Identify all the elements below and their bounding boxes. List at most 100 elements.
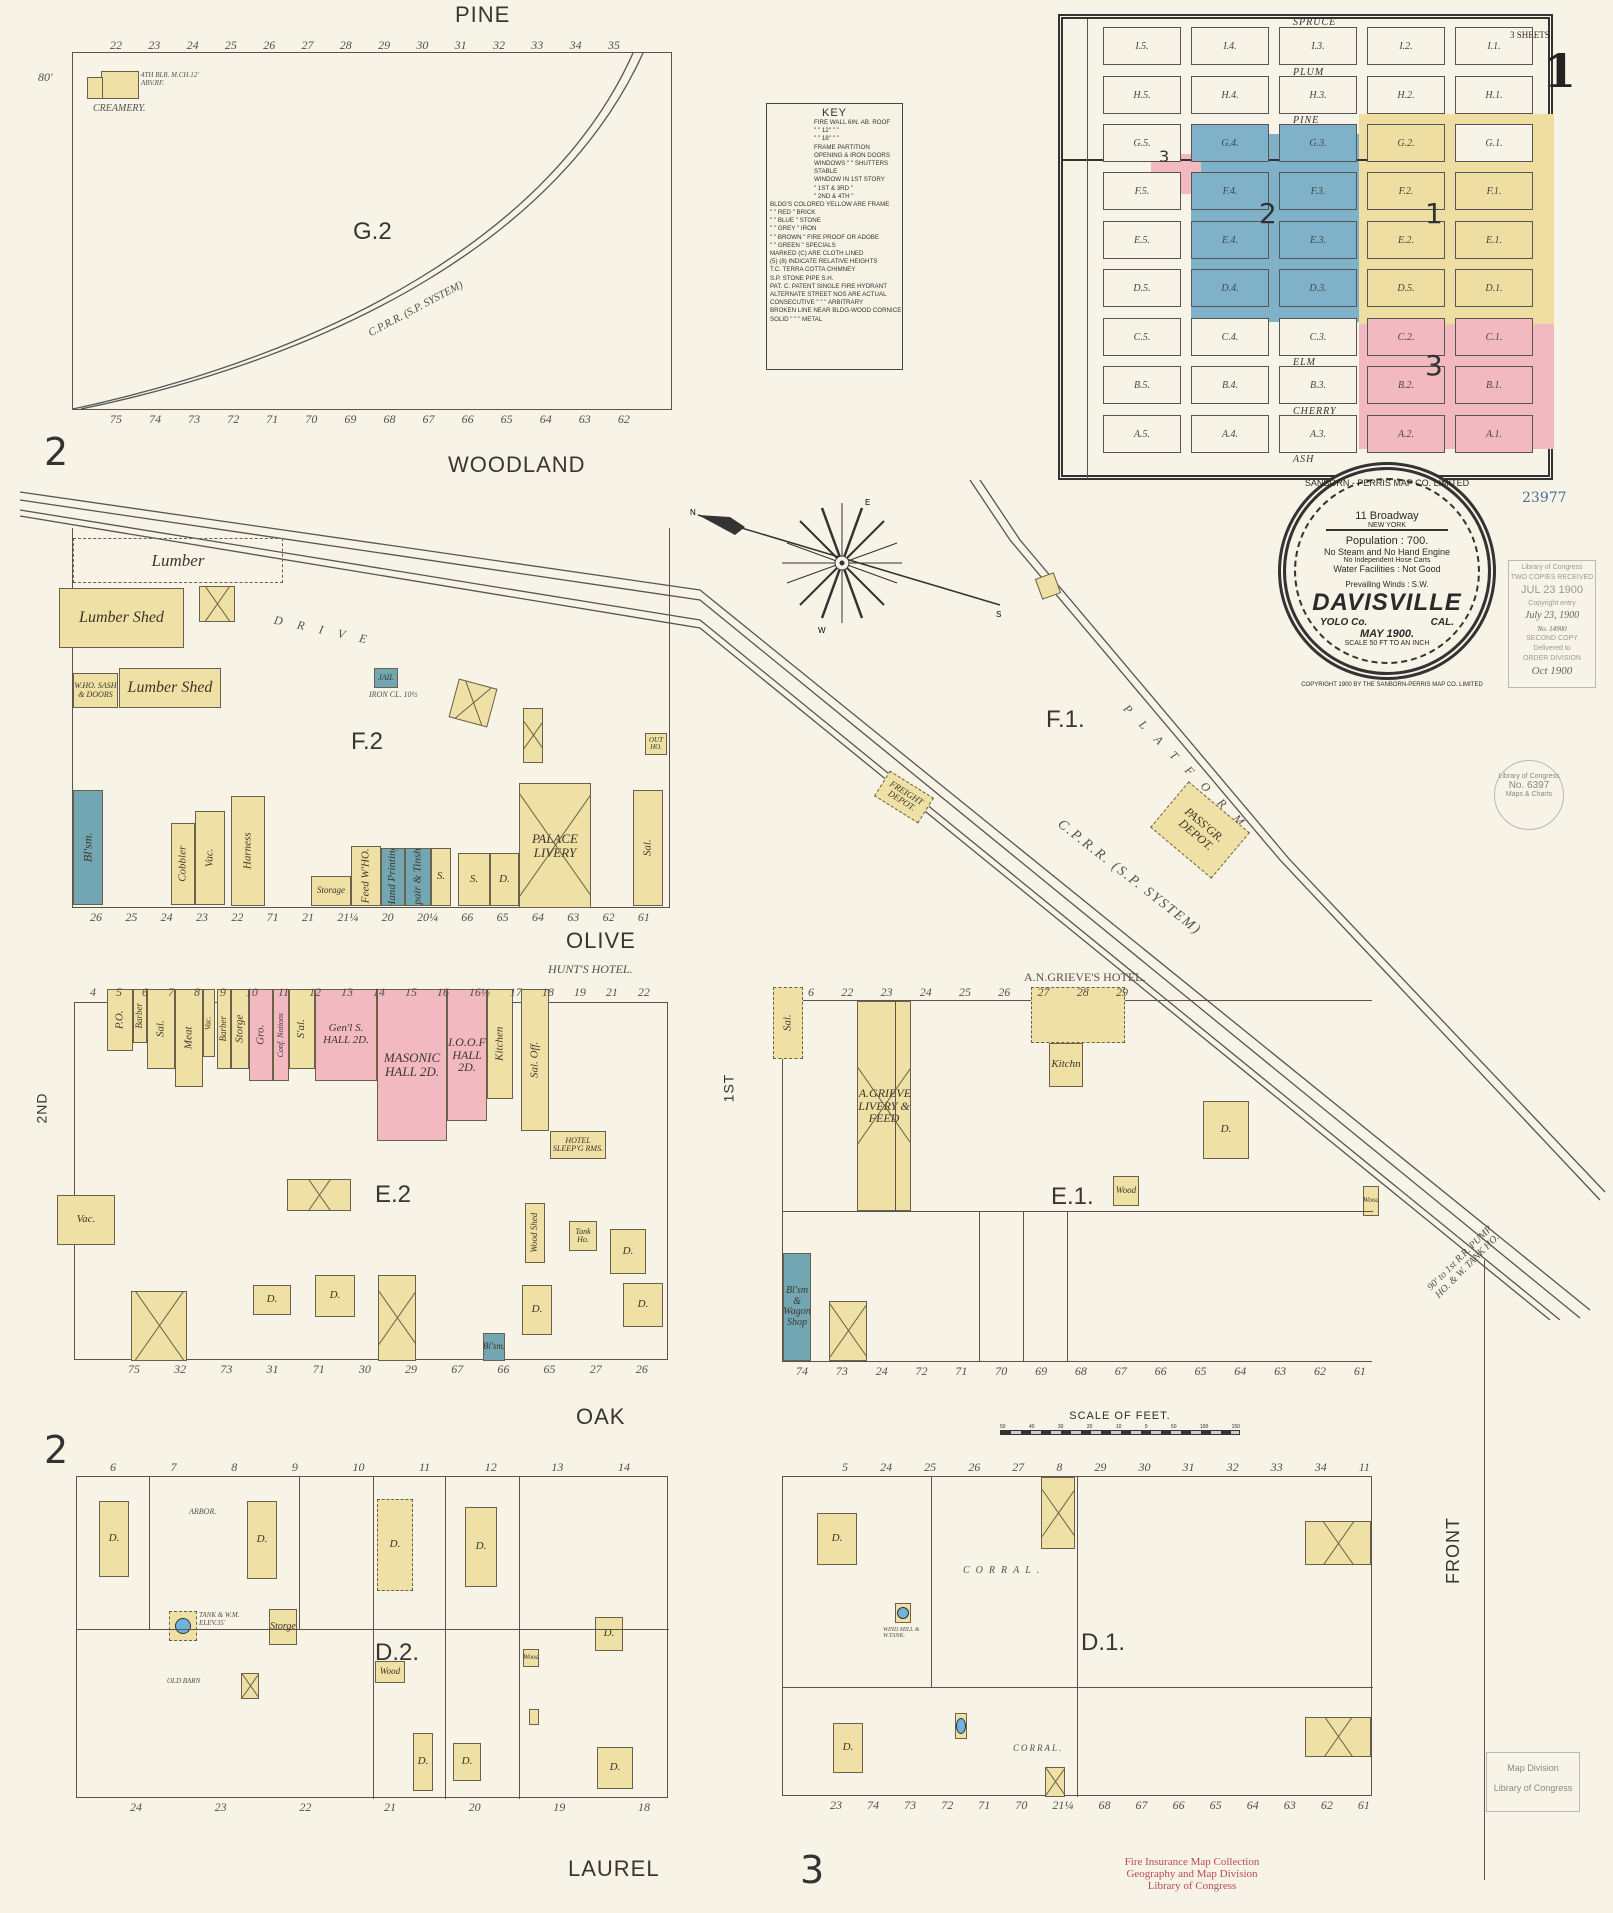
stable xyxy=(287,1179,351,1211)
cobbler-shop: Cobbler xyxy=(171,823,195,905)
hunts-hotel-label: HUNT'S HOTEL. xyxy=(548,962,633,976)
old-barn-label: OLD BARN xyxy=(167,1677,201,1685)
grieves-hotel-label: A.N.GRIEVE'S HOTEL. xyxy=(1024,970,1146,984)
map-legend-key: KEY FIRE WALL 6IN. AB. ROOF " " 12" " " … xyxy=(766,103,903,370)
palace-livery: PALACE LIVERY xyxy=(519,783,591,908)
hotel-kitchen: Kitchn xyxy=(1049,1043,1083,1087)
dwelling: D. xyxy=(522,1285,552,1335)
compass-e-label: E xyxy=(865,498,870,507)
creamery-note: 4TH BLR. M.CH.12' ABV.RF. xyxy=(141,71,199,87)
saloon: Sal. xyxy=(633,790,663,906)
adjoining-sheet-2-top: 2 xyxy=(44,430,69,474)
jail-note: IRON CL. 10½ xyxy=(369,690,418,699)
block-label-f2: F.2 xyxy=(351,728,384,755)
seal-company: SANBORN - PERRIS MAP CO. LIMITED xyxy=(1304,478,1470,488)
vacant: Vac. xyxy=(203,989,215,1057)
tank-note: TANK & W.M. ELEV.35' xyxy=(199,1611,240,1627)
windmill-tank xyxy=(895,1603,911,1623)
stable-3 xyxy=(378,1275,416,1361)
lot-numbers-f2-bottom: 26 25 24 23 22 71 21 21¼ 20 20¼ 66 65 64… xyxy=(90,910,650,924)
seal-city: NEW YORK xyxy=(1326,522,1448,531)
lot-numbers-e2-top: 4 5 6 7 8 9 10 11 12 13 14 15 16 16½ 17 … xyxy=(90,985,650,999)
railroad-main-line xyxy=(19,480,1606,1320)
street-label-laurel: LAUREL xyxy=(568,1856,660,1881)
map-division-stamp: Map Division Library of Congress xyxy=(1486,1752,1580,1812)
publisher-seal: SANBORN - PERRIS MAP CO. LIMITED 11 Broa… xyxy=(1278,462,1496,680)
harness-shop: Harness xyxy=(231,796,265,906)
lot-numbers-d1-bottom: 23 74 73 72 71 70 21¼ 68 67 66 65 64 63 … xyxy=(830,1798,1370,1812)
stable-building xyxy=(199,586,235,622)
key-index-map: SPRUCE PLUM PINE WOODLAND OLIVE OAK LAUR… xyxy=(1058,14,1554,480)
dwelling: D. xyxy=(465,1507,497,1587)
dwelling: D. xyxy=(610,1229,646,1274)
compass-rose-icon: N S E W xyxy=(690,498,1001,635)
barber-shop-2: Barber xyxy=(217,989,231,1069)
sash-doors-warehouse: W.HO. SASH & DOORS xyxy=(73,673,118,708)
blacksmith-2: Bl'sm. xyxy=(483,1333,505,1361)
block-label-e2: E.2 xyxy=(375,1181,412,1208)
street-label-second: 2ND xyxy=(33,1092,50,1124)
repair-tinshop: Repair & Tinshop xyxy=(405,848,431,906)
seal-address: 11 Broadway xyxy=(1355,510,1419,522)
saloon-office: Sal. Off. xyxy=(521,989,549,1131)
tank-icon xyxy=(175,1618,191,1634)
compass-w-label: W xyxy=(818,626,826,635)
map-date: MAY 1900. xyxy=(1359,628,1414,640)
vacant-building: Vac. xyxy=(195,811,225,905)
seal-water: Water Facilities : Not Good xyxy=(1333,564,1441,574)
creamery-label: CREAMERY. xyxy=(93,103,146,114)
wood-shed: Wood xyxy=(1113,1176,1139,1206)
block-g2: 4TH BLR. M.CH.12' ABV.RF. CREAMERY. G.2 … xyxy=(72,52,672,410)
barber-shop: Barber xyxy=(133,989,147,1043)
stable-4 xyxy=(1045,1767,1065,1797)
outhouse: OUT HO. xyxy=(645,733,667,755)
key-title: KEY xyxy=(821,107,847,119)
creamery-building xyxy=(101,71,139,99)
street-label-pine: PINE xyxy=(455,2,511,27)
street-label-woodland: WOODLAND xyxy=(448,452,586,477)
stable xyxy=(1041,1477,1075,1549)
index-sheet-3-marker: 3 xyxy=(1425,349,1443,382)
dwelling: D. xyxy=(377,1499,413,1591)
lumber-shed-1: Lumber Shed xyxy=(59,588,184,648)
tank-icon xyxy=(956,1718,966,1734)
lot-numbers-d2-bottom: 24 23 22 21 20 19 18 xyxy=(130,1800,650,1814)
index-sheet-3-small-marker: 3 xyxy=(1159,147,1170,166)
block-d1: D. CORRAL. CORRAL. WIND MILL & W.TANK. D… xyxy=(782,1476,1373,1797)
dwelling: D. xyxy=(315,1275,355,1317)
saloon-2: S'al. xyxy=(289,989,315,1069)
lot-numbers-e1-top: 6 22 23 24 25 26 27 28 29 xyxy=(808,985,1128,999)
hotel-sleeping-rooms: HOTEL SLEEP'G RMS. xyxy=(550,1131,606,1159)
adjoining-sheet-2-bottom: 2 xyxy=(44,1428,69,1472)
vacant-store: Vac. xyxy=(57,1195,115,1245)
ioof-hall: I.O.O.F HALL 2D. xyxy=(447,989,487,1121)
index-sheet-1-marker: 1 xyxy=(1425,197,1443,230)
tank-icon xyxy=(897,1607,909,1619)
old-barn xyxy=(241,1673,259,1699)
dwelling: D. xyxy=(490,853,519,906)
map-title: DAVISVILLE xyxy=(1312,589,1462,616)
stable-building xyxy=(448,678,498,728)
dwelling: D. xyxy=(597,1747,633,1789)
block-e1: Sal. E.A.GRIEVE'S LIVERY & FEED Kitchn D… xyxy=(773,987,1379,1362)
block-d2: D. D. D. D. ARBOR. Storge TANK & W.M. EL… xyxy=(76,1476,669,1799)
block-label-e1: E.1. xyxy=(1051,1183,1094,1210)
kitchen: Kitchen xyxy=(487,989,513,1099)
store-building: S. xyxy=(431,848,451,906)
lot-numbers-e2-bottom: 75 32 73 31 71 30 29 67 66 65 27 26 xyxy=(128,1362,648,1376)
lot-numbers-g2-bottom: 75 74 73 72 71 70 69 68 67 66 65 64 63 6… xyxy=(110,412,630,426)
windmill-note: WIND MILL & W.TANK. xyxy=(883,1627,920,1639)
saloon: Sal. xyxy=(147,989,175,1069)
adjoining-sheet-3: 3 xyxy=(800,1848,825,1892)
loc-received-stamp: Library of Congress TWO COPIES RECEIVED … xyxy=(1508,560,1596,688)
lumber-yard: Lumber xyxy=(73,538,283,583)
arbor-label: ARBOR. xyxy=(189,1507,217,1516)
lot-numbers-g2-top: 22 23 24 25 26 27 28 29 30 31 32 33 34 3… xyxy=(110,38,620,52)
dwelling: D. xyxy=(1203,1101,1249,1159)
seal-population: Population : 700. xyxy=(1345,535,1429,547)
sheets-total: 3 SHEETS xyxy=(1510,30,1550,40)
stable-building xyxy=(523,708,543,763)
dwelling: D. xyxy=(413,1733,433,1791)
stable-3 xyxy=(1305,1717,1371,1757)
street-width-label: 80' xyxy=(38,70,53,84)
